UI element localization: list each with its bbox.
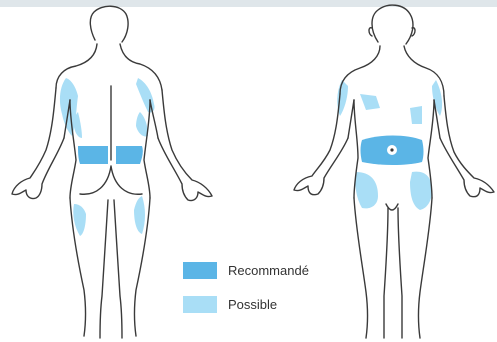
back-right-mid-back-zone — [136, 112, 148, 137]
back-view-figure — [12, 6, 212, 338]
front-right-leg-inner-outline — [398, 208, 402, 338]
front-ear-outline — [369, 28, 415, 36]
back-right-flank-zone — [116, 146, 143, 164]
front-body-outline — [294, 5, 494, 338]
front-right-leg-outline — [419, 198, 433, 338]
back-right-thigh-zone — [134, 196, 145, 234]
front-right-chest-zone — [410, 106, 422, 124]
back-left-shoulder-outline — [56, 44, 97, 88]
back-right-arm-outline — [158, 90, 212, 201]
front-right-arm-outline — [440, 96, 494, 197]
recommended-label: Recommandé — [228, 263, 309, 278]
back-head-outline — [90, 6, 128, 42]
front-left-arm-inner-outline — [348, 100, 354, 138]
back-left-arm-outline — [12, 88, 64, 199]
back-body-outline — [12, 6, 212, 338]
front-left-thigh-zone — [355, 172, 378, 208]
back-left-leg-inner-outline — [100, 200, 108, 338]
front-head-outline — [372, 5, 413, 44]
front-left-chest-zone — [360, 94, 380, 110]
front-right-thigh-zone — [410, 172, 432, 210]
recommended-swatch — [183, 262, 217, 279]
front-left-leg-outline — [354, 198, 368, 338]
navel-dot — [390, 148, 393, 151]
back-right-leg-inner-outline — [114, 200, 122, 338]
back-left-flank-zone — [78, 146, 108, 164]
back-left-thigh-zone — [73, 204, 86, 236]
legend-possible: Possible — [183, 296, 277, 313]
front-view-figure — [294, 5, 494, 338]
back-torso-right-outline — [144, 100, 150, 198]
possible-swatch — [183, 296, 217, 313]
possible-label: Possible — [228, 297, 277, 312]
front-left-leg-inner-outline — [384, 208, 388, 338]
legend-recommended: Recommandé — [183, 262, 309, 279]
back-buttocks-line — [80, 166, 142, 194]
